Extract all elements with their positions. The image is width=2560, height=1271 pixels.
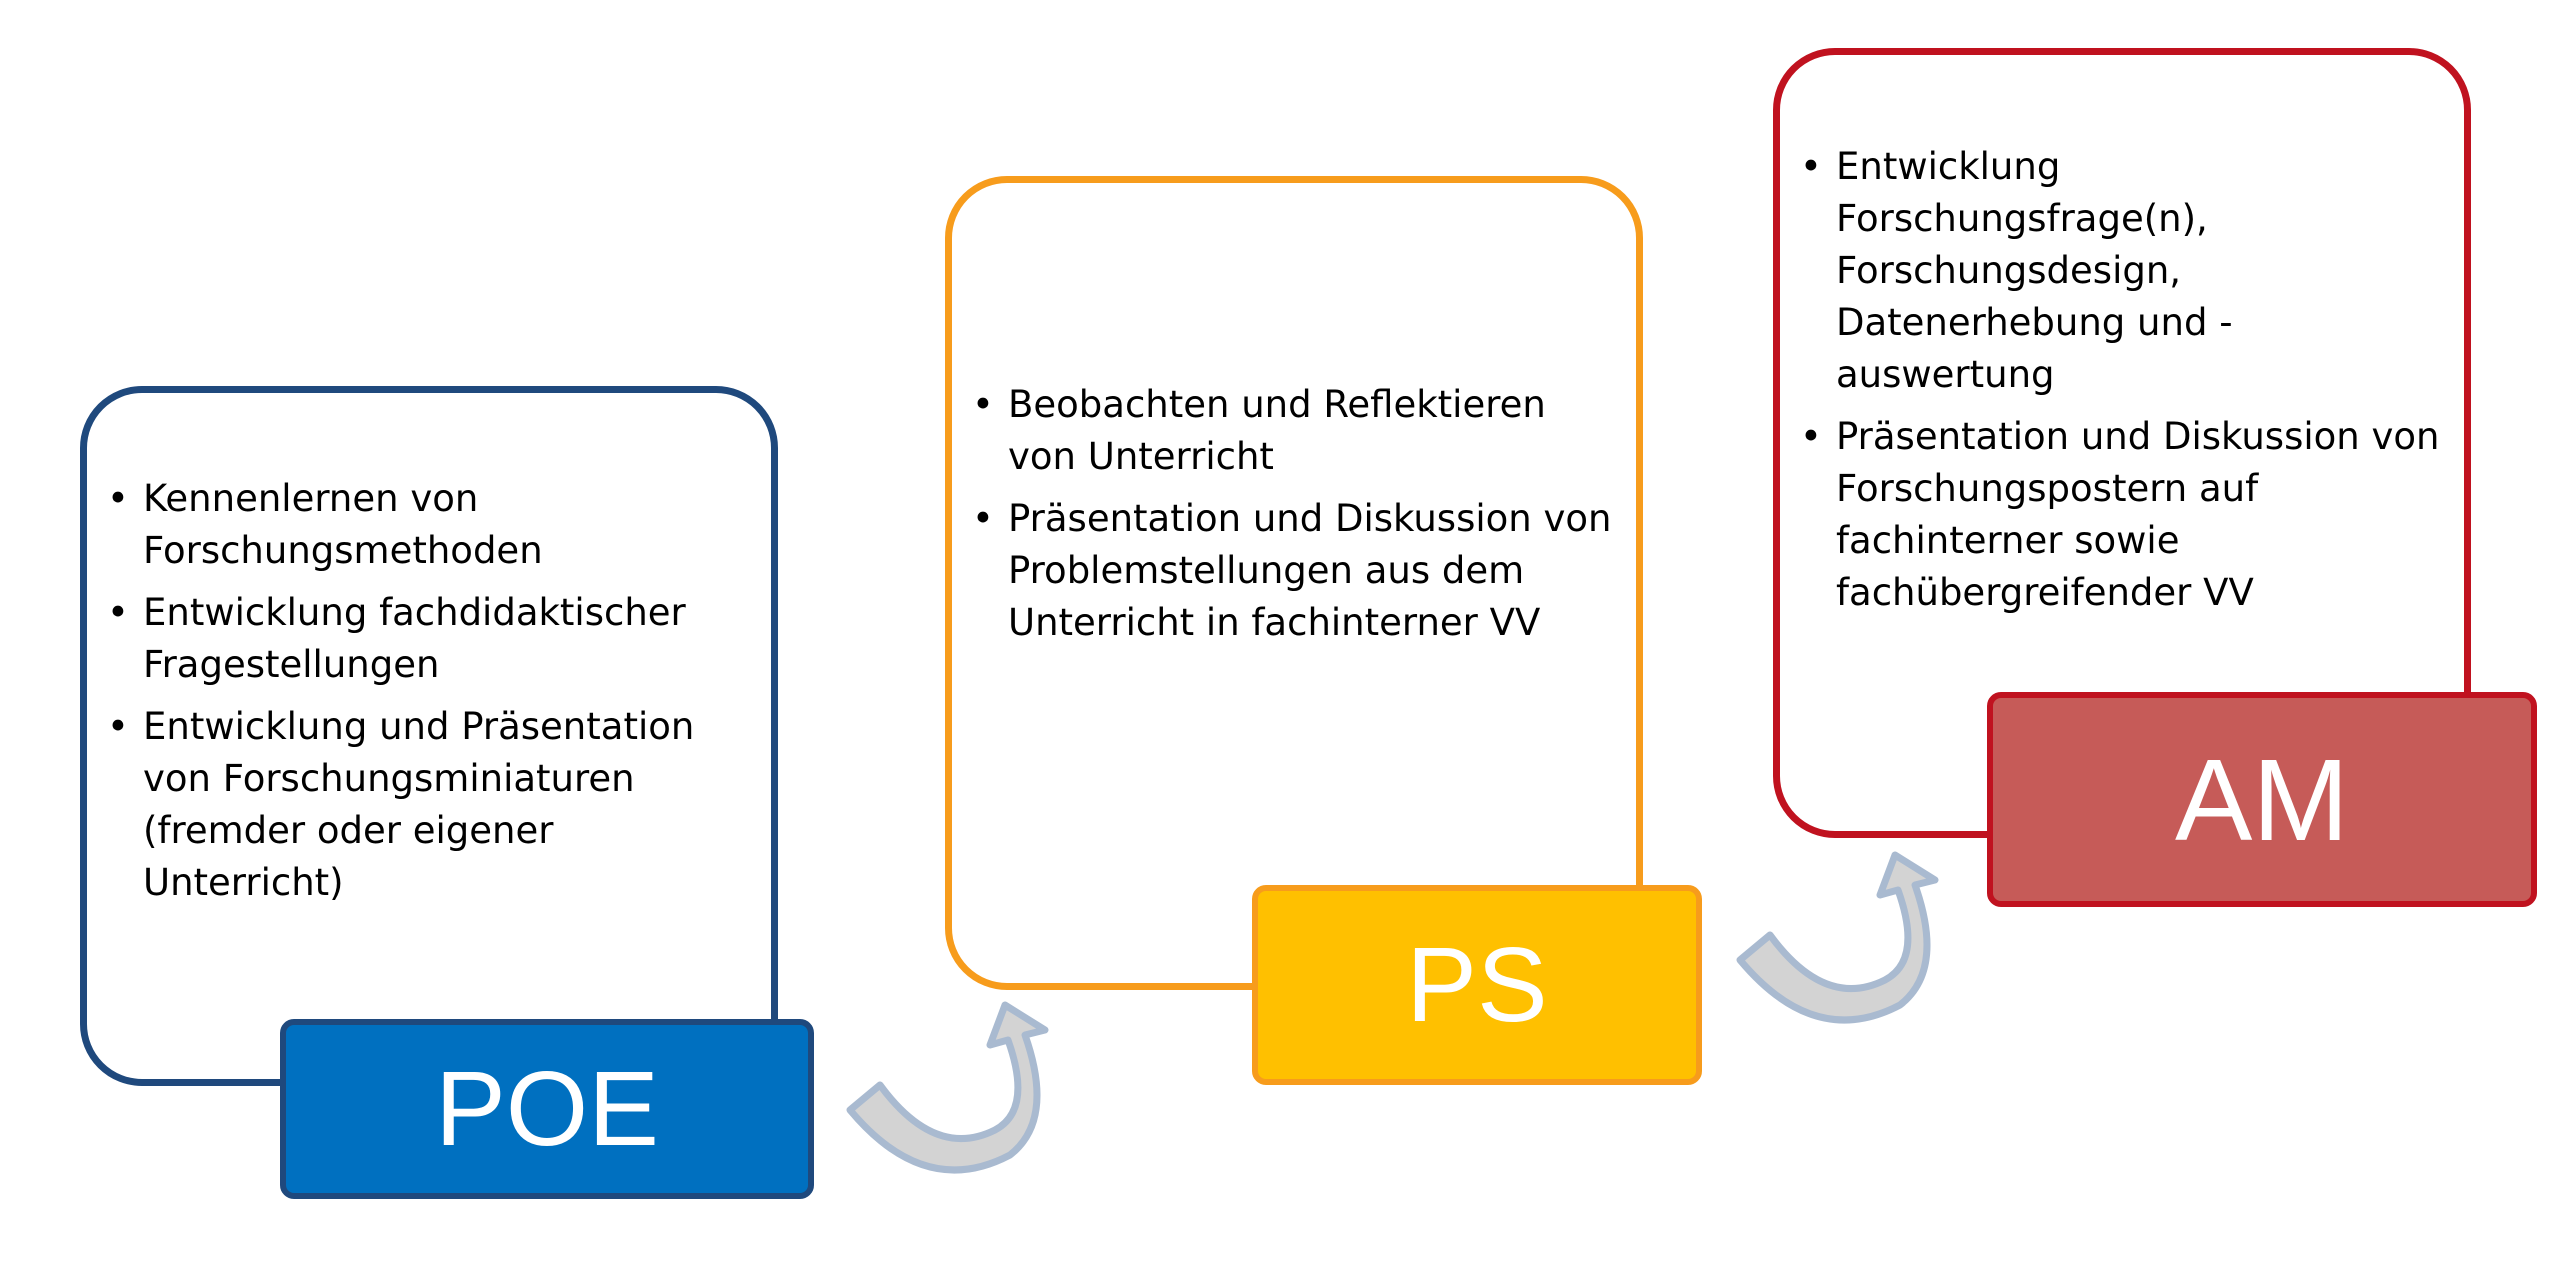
am-item: Entwicklung Forschungsfrage(n), Forschun… [1800, 141, 2440, 401]
ps-label: PS [1406, 925, 1548, 1044]
poe-label: POE [435, 1049, 659, 1168]
am-item: Präsentation und Diskussion von Forschun… [1800, 411, 2440, 619]
poe-item: Kennenlernen von Forschungsmethoden [107, 473, 747, 577]
poe-item: Entwicklung und Präsentation von Forschu… [107, 701, 747, 909]
ps-label-box: PS [1252, 885, 1702, 1085]
curved-arrow-icon [1736, 851, 1939, 1024]
am-label: AM [2175, 734, 2349, 865]
ps-card: Beobachten und Reflektieren von Unterric… [945, 176, 1643, 990]
poe-card: Kennenlernen von Forschungsmethoden Entw… [80, 386, 778, 1086]
ps-item-list: Beobachten und Reflektieren von Unterric… [972, 379, 1612, 659]
am-item-list: Entwicklung Forschungsfrage(n), Forschun… [1800, 141, 2440, 629]
poe-item: Entwicklung fachdidaktischer Fragestellu… [107, 587, 747, 691]
am-card: Entwicklung Forschungsfrage(n), Forschun… [1773, 48, 2471, 838]
ps-item: Beobachten und Reflektieren von Unterric… [972, 379, 1612, 483]
poe-label-box: POE [280, 1019, 814, 1199]
poe-item-list: Kennenlernen von Forschungsmethoden Entw… [107, 473, 747, 919]
am-label-box: AM [1987, 692, 2537, 907]
ps-item: Präsentation und Diskussion von Problems… [972, 493, 1612, 649]
curved-arrow-icon [846, 1001, 1049, 1174]
